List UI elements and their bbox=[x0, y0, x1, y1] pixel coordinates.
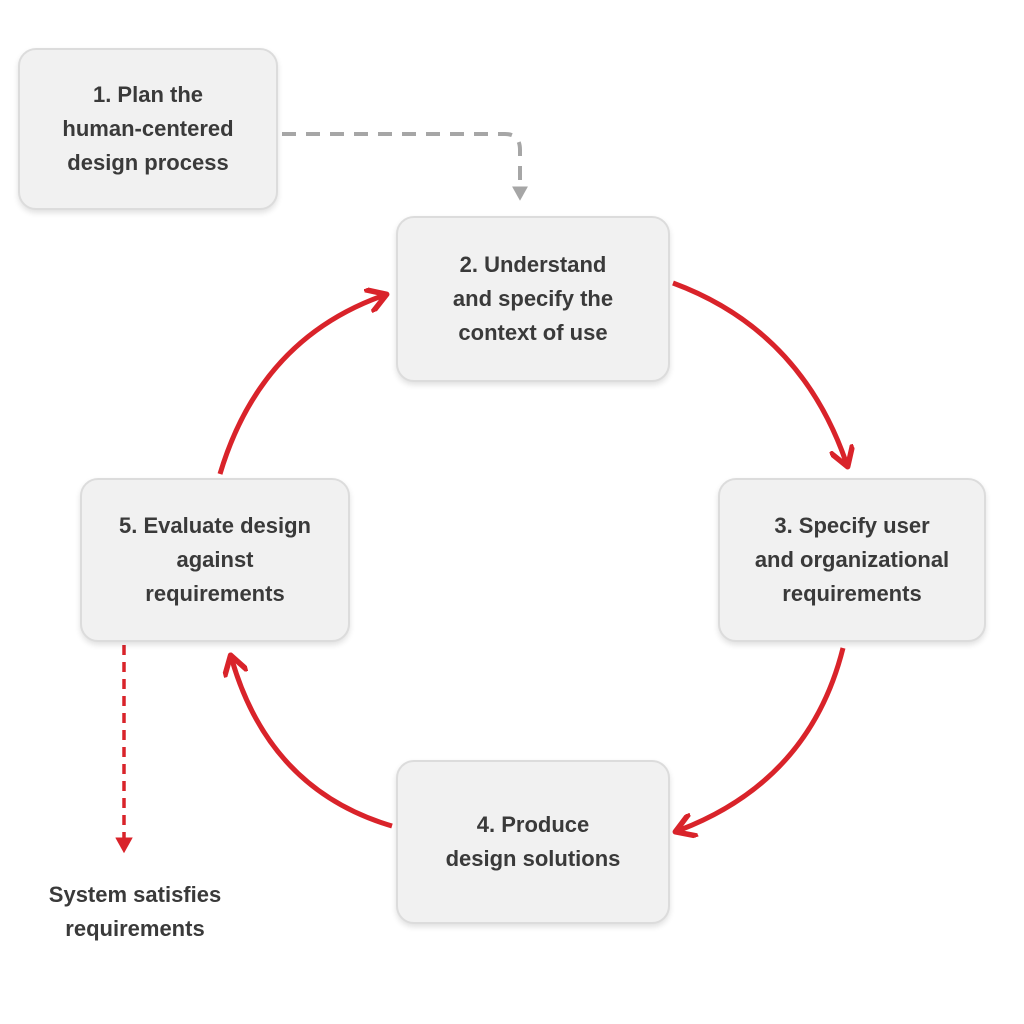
step-requirements-label: 3. Specify user and organizational requi… bbox=[754, 513, 950, 606]
arrow-evaluate-to-context bbox=[217, 296, 382, 475]
arrow-requirements-to-solutions bbox=[680, 647, 846, 830]
step-requirements-box: 3. Specify user and organizational requi… bbox=[718, 478, 986, 642]
step-context-box: 2. Understand and specify the context of… bbox=[396, 216, 670, 382]
outcome-label: System satisfies requirements bbox=[48, 882, 222, 941]
step-context-label: 2. Understand and specify the context of… bbox=[452, 252, 614, 345]
step-plan-box: 1. Plan the human-centered design proces… bbox=[18, 48, 278, 210]
arrow-context-to-requirements bbox=[672, 280, 846, 462]
step-evaluate-label: 5. Evaluate design against requirements bbox=[119, 513, 311, 606]
arrow-plan-to-context bbox=[282, 132, 528, 201]
step-solutions-box: 4. Produce design solutions bbox=[396, 760, 670, 924]
step-evaluate-box: 5. Evaluate design against requirements bbox=[80, 478, 350, 642]
step-solutions-label: 4. Produce design solutions bbox=[445, 812, 621, 871]
step-plan-label: 1. Plan the human-centered design proces… bbox=[62, 82, 234, 175]
arrow-solutions-to-evaluate bbox=[232, 660, 393, 829]
